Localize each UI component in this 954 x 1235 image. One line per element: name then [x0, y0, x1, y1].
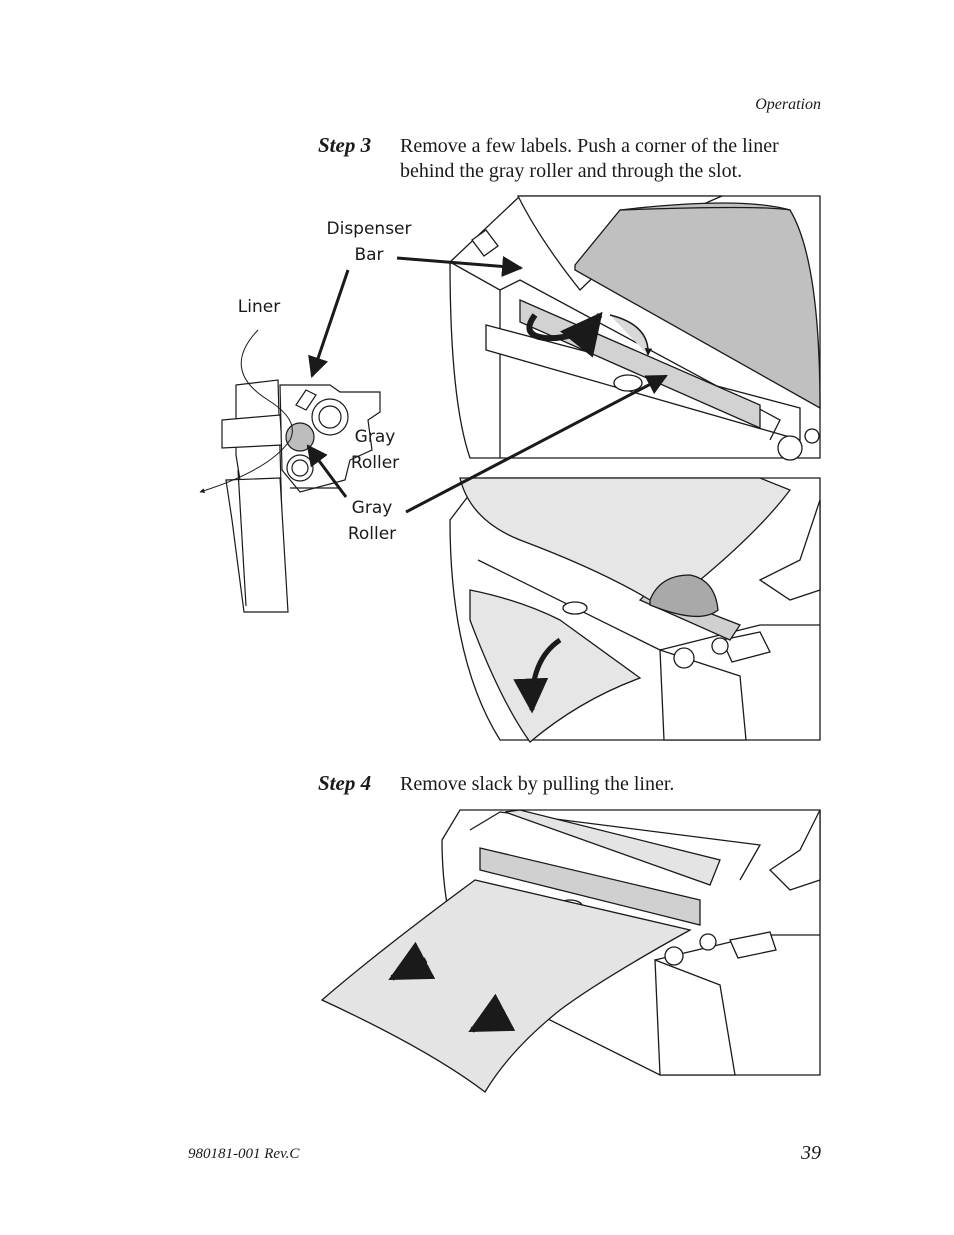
step-4-text: Remove slack by pulling the liner.: [400, 773, 675, 795]
gray-roller-callout-front: Gray Roller: [342, 495, 402, 547]
pull-arrow-icon: [388, 941, 436, 981]
step-4-label: Step 4: [318, 771, 372, 795]
dispenser-bar-callout: Dispenser Bar: [322, 216, 416, 268]
dispenser-bar-pointer: [396, 256, 524, 277]
gray-roller-pointer: [405, 374, 668, 514]
liner-callout: Liner: [237, 297, 281, 317]
pull-arrow-icon: [468, 993, 516, 1033]
callout-line: Gray: [354, 427, 396, 447]
liner-path-arrow-icon: [199, 329, 293, 494]
gray-roller-callout-side: Gray Roller: [346, 424, 404, 476]
step-3-text-line1: Remove a few labels. Push a corner of th…: [400, 135, 779, 157]
printer-step4-view: [320, 809, 821, 1093]
step-3-label: Step 3: [318, 133, 372, 157]
dispenser-bar-pointer: [308, 269, 350, 378]
callout-line: Roller: [347, 524, 397, 544]
curved-arrow-icon: [609, 314, 653, 356]
curved-arrow-icon: [526, 311, 603, 358]
printer-top-view: [449, 195, 821, 461]
page-number: 39: [801, 1142, 821, 1164]
document-number: 980181-001 Rev.C: [188, 1146, 300, 1162]
step-3-text-line2: behind the gray roller and through the s…: [400, 160, 743, 182]
running-header: Operation: [755, 96, 821, 113]
printer-middle-view: [449, 477, 821, 743]
callout-line: Dispenser: [326, 219, 412, 239]
callout-line: Roller: [350, 453, 400, 473]
curved-arrow-icon: [513, 637, 562, 714]
callout-line: Gray: [351, 498, 393, 518]
callout-line: Bar: [354, 245, 384, 265]
printer-side-section: [221, 379, 381, 613]
gray-roller-pointer: [306, 444, 348, 498]
